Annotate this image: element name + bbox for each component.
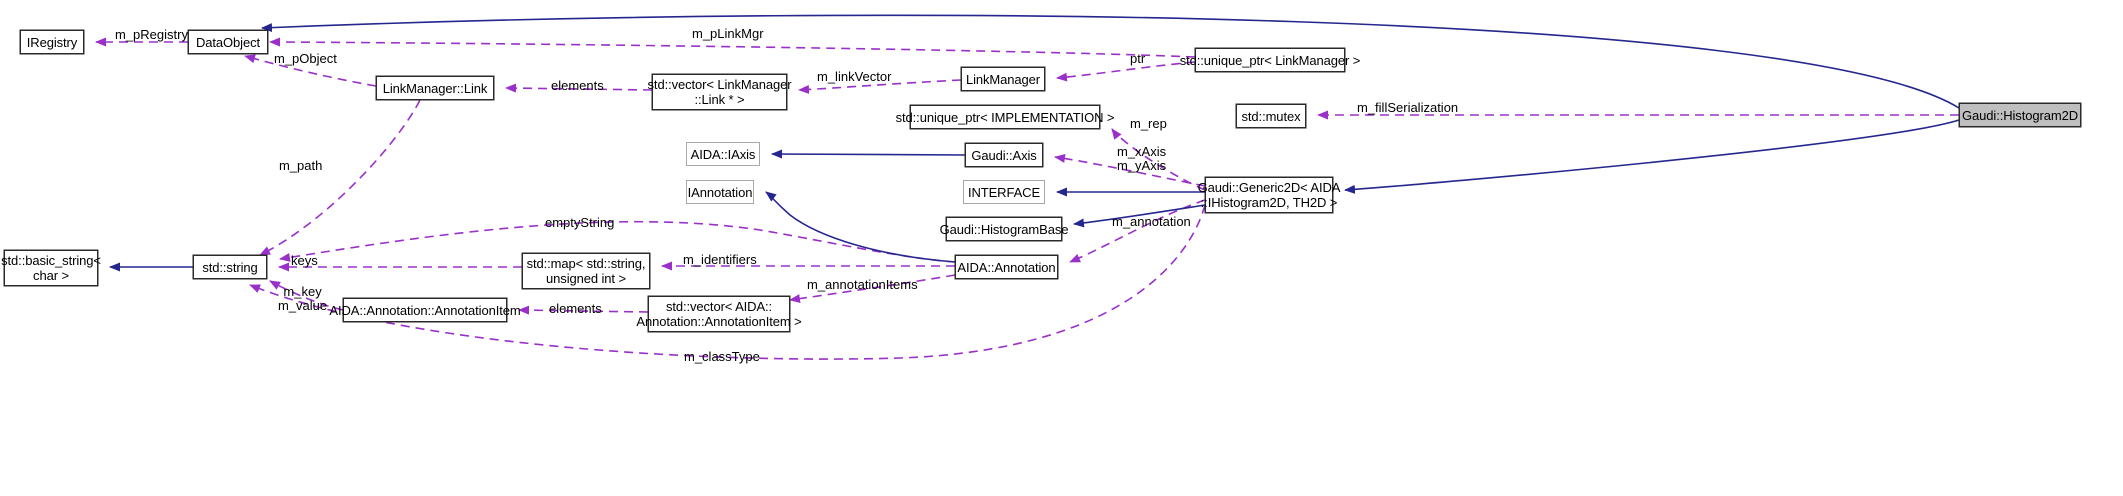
edge-label-m_path: m_path: [279, 158, 323, 173]
node-iannotation[interactable]: IAnnotation: [686, 180, 754, 204]
node-vector-annotationitem[interactable]: std::vector< AIDA:: Annotation::Annotati…: [636, 296, 802, 332]
node-gaudi-histogram2d[interactable]: Gaudi::Histogram2D: [1959, 103, 2081, 127]
edge-label-m_classType: m_classType: [684, 349, 760, 364]
node-iregistry[interactable]: IRegistry: [20, 30, 84, 54]
edge-label-m_identifiers: m_identifiers: [683, 252, 757, 267]
node-linkmanager[interactable]: LinkManager: [961, 67, 1045, 91]
node-interface[interactable]: INTERFACE: [963, 180, 1045, 204]
edge-label-keys: keys: [291, 253, 318, 268]
edge-label-m_annotationItems: m_annotationItems: [807, 277, 918, 292]
node-std-map-string-uint[interactable]: std::map< std::string, unsigned int >: [522, 253, 650, 289]
edge-label-ptr: ptr: [1130, 51, 1146, 66]
node-linkmanager-link[interactable]: LinkManager::Link: [376, 76, 494, 100]
edge-m_path: [259, 99, 421, 256]
edge-label-m_pLinkMgr: m_pLinkMgr: [692, 26, 764, 41]
edge-label-m_linkVector: m_linkVector: [817, 69, 892, 84]
node-unique-ptr-linkmanager[interactable]: std::unique_ptr< LinkManager >: [1180, 48, 1360, 72]
node-gaudi-histogrambase[interactable]: Gaudi::HistogramBase: [940, 217, 1068, 241]
edge-m_annotation: [1069, 199, 1206, 263]
edge-ptr: [1056, 61, 1196, 82]
node-aida-annotation[interactable]: AIDA::Annotation: [955, 255, 1058, 279]
edge-m_pLinkMgr: [269, 37, 1196, 58]
node-gaudi-axis[interactable]: Gaudi::Axis: [965, 143, 1043, 167]
edge-label-m_pRegistry: m_pRegistry: [115, 27, 188, 42]
node-unique-ptr-implementation[interactable]: std::unique_ptr< IMPLEMENTATION >: [896, 105, 1114, 129]
edge-gaudiAxis-aidaIAxis: [771, 149, 966, 159]
edge-label-m_fillSerialization: m_fillSerialization: [1357, 100, 1459, 115]
node-aida-annotation-annotationitem[interactable]: AIDA::Annotation::AnnotationItem: [329, 298, 521, 322]
node-std-mutex[interactable]: std::mutex: [1236, 104, 1306, 128]
edge-label-emptyString: emptyString: [545, 215, 615, 230]
edge-label-m_key-m_value: m_key m_value: [278, 284, 328, 313]
node-aida-iaxis[interactable]: AIDA::IAxis: [686, 142, 760, 166]
edge-histogram2d-generic2d: [1344, 119, 1960, 194]
edge-label-m_annotation: m_annotation: [1112, 214, 1191, 229]
edge-label-elements-item: elements: [549, 301, 602, 316]
node-std-basic-string[interactable]: std::basic_string< char >: [1, 250, 101, 286]
edge-label-elements-link: elements: [551, 78, 604, 93]
node-std-string[interactable]: std::string: [193, 255, 267, 279]
node-dataobject[interactable]: DataObject: [188, 30, 268, 54]
node-gaudi-generic2d[interactable]: Gaudi::Generic2D< AIDA ::IHistogram2D, T…: [1198, 177, 1340, 213]
edge-histogram2d-dataobject: [261, 14, 1960, 109]
edge-aidaAnnotation-iannotation: [765, 191, 956, 263]
edge-label-m_rep: m_rep: [1130, 116, 1167, 131]
edge-label-m_pObject: m_pObject: [274, 51, 337, 66]
node-vector-linkmanager-link-ptr[interactable]: std::vector< LinkManager ::Link * >: [648, 74, 792, 110]
edge-label-m_xAxis-m_yAxis: m_xAxis m_yAxis: [1117, 144, 1167, 173]
